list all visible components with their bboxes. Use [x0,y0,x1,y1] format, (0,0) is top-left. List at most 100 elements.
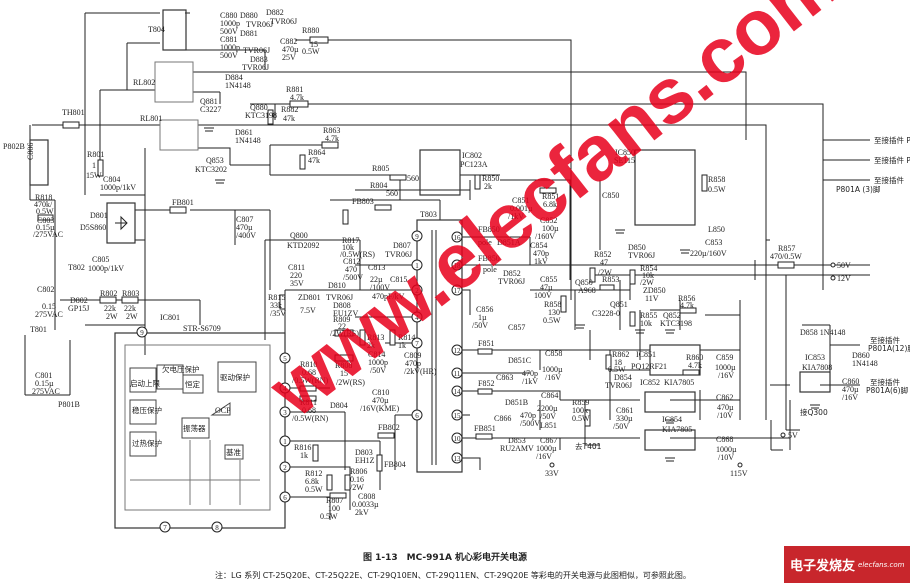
svg-text:1µ: 1µ [478,313,487,322]
svg-text:/2W: /2W [350,483,364,492]
svg-text:FB804: FB804 [384,460,406,469]
svg-text:D858 1N4148: D858 1N4148 [800,328,846,337]
svg-text:47k: 47k [308,156,320,165]
svg-text:220: 220 [290,271,302,280]
svg-text:D881: D881 [240,29,258,38]
svg-text:D851A: D851A [497,238,521,247]
svg-text:C881: C881 [220,35,237,44]
svg-text:11: 11 [454,370,461,378]
svg-text:C862: C862 [716,393,733,402]
svg-text:3: 3 [283,409,287,417]
svg-text:D880: D880 [240,11,258,20]
svg-text:0.0033µ: 0.0033µ [352,500,379,509]
svg-text:FB850: FB850 [478,254,500,263]
svg-text:0.001µ: 0.001µ [510,204,533,213]
svg-text:560: 560 [407,174,419,183]
svg-text:/500V: /500V [520,419,540,428]
svg-text:47: 47 [600,258,608,267]
svg-text:C802: C802 [37,285,54,294]
svg-text:过热保护: 过热保护 [132,438,162,448]
svg-text:R852: R852 [594,250,611,259]
ic802-optocoupler [419,149,461,196]
svg-text:2k: 2k [484,182,492,191]
svg-text:D852: D852 [503,269,521,278]
svg-text:D802: D802 [70,296,88,305]
svg-text:/16V(KME): /16V(KME) [360,404,399,413]
svg-text:R882: R882 [281,105,298,114]
svg-text:0.5W: 0.5W [302,47,320,56]
svg-text:R857: R857 [778,244,795,253]
svg-text:F852: F852 [478,379,494,388]
svg-text:0.5W: 0.5W [708,185,726,194]
svg-text:C3227: C3227 [200,105,221,114]
svg-text:/50V: /50V [540,412,556,421]
svg-text:C867: C867 [540,436,557,445]
svg-text:Q853: Q853 [206,156,224,165]
svg-text:TVR06J: TVR06J [246,20,273,29]
svg-text:10k: 10k [640,319,652,328]
svg-text:0.5W: 0.5W [320,512,338,521]
svg-text:IC802: IC802 [462,151,482,160]
svg-text:Q800: Q800 [290,231,308,240]
svg-text:100: 100 [328,504,340,513]
svg-text:0.15µ: 0.15µ [35,379,54,388]
svg-text:1N4148: 1N4148 [235,136,261,145]
svg-text:C861: C861 [616,406,633,415]
svg-text:R810: R810 [300,360,317,369]
svg-text:D807: D807 [393,241,411,250]
svg-text:1000p: 1000p [220,43,240,52]
svg-text:TVR06J: TVR06J [385,250,412,259]
svg-text:R814: R814 [398,333,415,342]
svg-text:7: 7 [163,524,167,532]
svg-text:1N4148: 1N4148 [852,359,878,368]
svg-text:R862: R862 [612,350,629,359]
svg-text:恒定: 恒定 [185,379,200,389]
rl802-relay [154,61,194,103]
svg-text:47k: 47k [283,114,295,123]
output-labels: 至接插件 P801A (1)脚 至接插件 P801 (2)脚 至接插件 P801… [545,135,910,478]
svg-text:/0.5W(RN): /0.5W(RN) [292,414,329,423]
svg-text:C811: C811 [288,263,305,272]
svg-text:GP15J: GP15J [68,304,89,313]
svg-text:C801: C801 [35,371,52,380]
svg-text:R805: R805 [372,164,389,173]
svg-text:D853: D853 [508,436,526,445]
svg-text:4: 4 [283,385,287,393]
svg-text:C851: C851 [512,196,529,205]
svg-text:470/0.5W: 470/0.5W [770,252,802,261]
p802b-connector [29,139,49,186]
svg-text:L851: L851 [540,421,557,430]
svg-text:P802B: P802B [3,142,25,151]
svg-text:R853: R853 [602,275,619,284]
svg-text:C804: C804 [103,175,120,184]
svg-text:C855: C855 [540,275,557,284]
svg-text:22µ: 22µ [370,275,383,284]
svg-text:C806: C806 [26,143,35,160]
svg-text:R815: R815 [268,293,285,302]
svg-text:去T401: 去T401 [575,441,602,451]
svg-text:R851: R851 [542,192,559,201]
svg-text:T804: T804 [148,25,165,34]
svg-text:R801: R801 [87,150,104,159]
svg-text:0.68: 0.68 [302,368,316,377]
svg-text:D854: D854 [614,373,632,382]
svg-text:1000µ: 1000µ [542,365,563,374]
svg-text:Q852: Q852 [663,311,681,320]
svg-text:470p: 470p [405,359,421,368]
svg-text:D850: D850 [628,243,646,252]
svg-text:R817: R817 [342,236,359,245]
svg-text:/2W: /2W [598,268,612,277]
svg-text:470p: 470p [533,249,549,258]
svg-text:6: 6 [283,494,287,502]
ground-icons [204,127,820,462]
svg-text:/0.5W(RN): /0.5W(RN) [292,376,329,385]
svg-text:C866: C866 [494,414,511,423]
svg-text:1N4148: 1N4148 [225,81,251,90]
svg-text:D861: D861 [235,128,253,137]
svg-text:R816: R816 [294,443,311,452]
svg-text:R806: R806 [350,467,367,476]
svg-text:10k: 10k [342,243,354,252]
svg-text:C850: C850 [602,191,619,200]
svg-text:6.8k: 6.8k [305,477,319,486]
svg-text:P801A (3)脚: P801A (3)脚 [836,184,880,194]
